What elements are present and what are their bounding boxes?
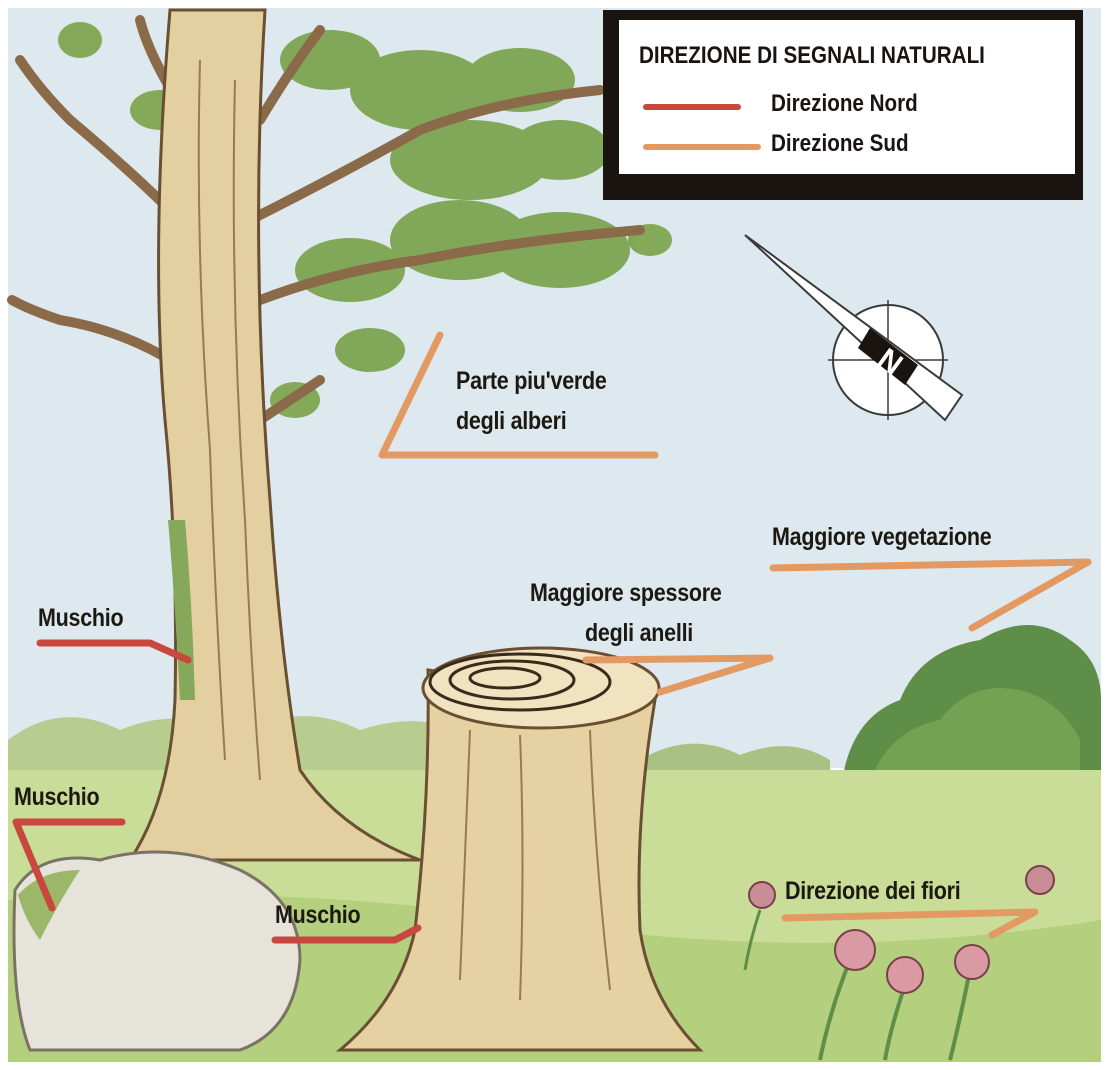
label-vegetation: Maggiore vegetazione <box>772 522 991 552</box>
legend-panel: DIREZIONE DI SEGNALI NATURALI Direzione … <box>617 18 1077 176</box>
legend-north-label: Direzione Nord <box>771 90 918 118</box>
label-moss-stump: Muschio <box>275 900 360 930</box>
legend-south-swatch <box>643 144 761 150</box>
label-flowers: Direzione dei fiori <box>785 876 960 906</box>
label-green-side-line2: degli alberi <box>456 406 566 436</box>
label-rings-line1: Maggiore spessore <box>530 578 722 608</box>
legend-title: DIREZIONE DI SEGNALI NATURALI <box>639 42 985 70</box>
label-moss-rock: Muschio <box>14 782 99 812</box>
legend-north-swatch <box>643 104 741 110</box>
label-rings-line2: degli anelli <box>585 618 693 648</box>
label-green-side-line1: Parte piu'verde <box>456 366 607 396</box>
label-moss-tree: Muschio <box>38 603 123 633</box>
legend-box: DIREZIONE DI SEGNALI NATURALI Direzione … <box>603 10 1083 200</box>
legend-south-label: Direzione Sud <box>771 130 909 158</box>
